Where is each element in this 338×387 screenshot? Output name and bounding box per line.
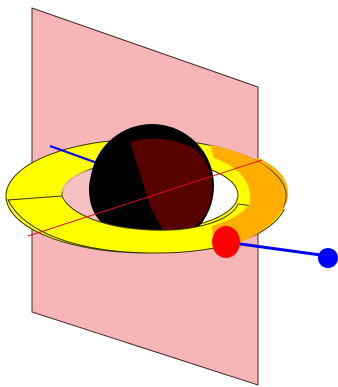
vector-end-dot [318,248,338,268]
ring-marker [212,226,240,258]
